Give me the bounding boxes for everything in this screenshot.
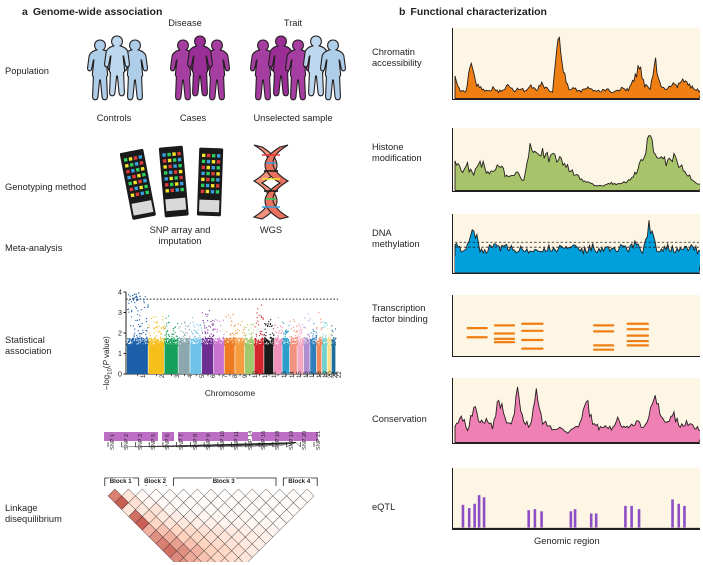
ld-block-label: Block 2	[143, 478, 168, 485]
track-transcription-factor-binding	[452, 295, 700, 357]
dna-helix-icon	[252, 144, 290, 220]
manhattan-chromosome-label: 3	[173, 374, 181, 378]
ld-diagram: SNP 1 SNP 2 SNP 3 SNP 5 SNP 6 SNP 7 SNP 8 SNP 9…	[96, 430, 326, 562]
track-histone-modification	[452, 128, 700, 192]
chromatin-accessibility-canvas	[454, 36, 700, 99]
manhattan-chromosome-label: 12	[271, 371, 279, 378]
svg-text:2: 2	[118, 329, 122, 338]
svg-text:3: 3	[118, 308, 122, 317]
panel-b-letter: b	[399, 6, 406, 18]
ld-canvas	[104, 432, 318, 562]
stage-label-linkage-disequilibrium: Linkage disequilibrium	[5, 503, 62, 525]
population-caption-controls: Controls	[96, 113, 132, 123]
population-figures	[87, 35, 346, 101]
ld-snp-label: SNP 9	[206, 433, 213, 450]
svg-text:1: 1	[118, 349, 122, 358]
manhattan-x-axis-label: Chromosome	[204, 388, 256, 398]
ld-snp-label: SNP 19	[288, 430, 295, 450]
genotyping-caption-wgs: WGS	[259, 225, 283, 235]
manhattan-chromosome-label: 2	[158, 374, 166, 378]
ld-snp-label: SNP 2	[123, 433, 130, 450]
ld-snp-label: SNP 7	[178, 433, 185, 450]
ld-block-label: Block 3	[211, 478, 236, 485]
panel-b-title: Functional characterization	[410, 6, 547, 18]
population-caption-cases: Cases	[179, 113, 207, 123]
dna-methylation-canvas	[454, 220, 700, 273]
histone-modification-canvas	[454, 135, 700, 191]
transcription-factor-binding-canvas	[466, 322, 649, 351]
population-group-unselected	[250, 35, 346, 101]
ld-snp-label: SNP 11	[233, 431, 240, 450]
manhattan-chromosome-label: 1	[140, 374, 148, 378]
track-chromatin-accessibility	[452, 28, 700, 100]
population-group-cases	[170, 35, 230, 101]
svg-text:0: 0	[118, 370, 122, 379]
population-group-controls	[87, 35, 148, 101]
ld-snp-label: SNP 20	[302, 430, 309, 450]
population-title-disease: Disease	[168, 18, 202, 28]
ld-block-label: Block 4	[287, 478, 312, 485]
ld-snp-label: SNP 18	[275, 430, 281, 450]
manhattan-chromosome-label: 13	[280, 371, 288, 378]
eqtl-canvas	[453, 495, 700, 529]
panel-a-header: a Genome-wide association	[22, 6, 162, 18]
ld-snp-label: SNP 10	[220, 430, 227, 450]
manhattan-chromosome-label: 14	[288, 371, 296, 378]
panel-a-letter: a	[22, 6, 28, 18]
manhattan-chromosome-label: 4	[186, 374, 194, 378]
ld-snp-label: SNP 16	[261, 430, 268, 450]
manhattan-chromosome-label: 11	[261, 371, 269, 378]
stage-label-genotyping: Genotyping method	[5, 182, 87, 192]
panel-a-title: Genome-wide association	[32, 6, 163, 18]
manhattan-chromosome-label: 8	[232, 374, 240, 378]
snp-array-icon	[120, 145, 224, 220]
track-eqtl	[452, 468, 700, 530]
panel-b-header: b Functional characterization	[399, 6, 547, 18]
conservation-canvas	[454, 386, 700, 443]
population-caption-unselected: Unselected sample	[253, 113, 333, 123]
manhattan-chromosome-label: 22	[336, 371, 344, 378]
svg-text:4: 4	[118, 288, 122, 297]
ld-snp-label: SNP 5	[151, 433, 158, 450]
track-label-transcription-factor-binding: Transcription factor binding	[372, 303, 428, 325]
ld-snp-label: SNP 6	[165, 433, 172, 450]
stage-label-population: Population	[5, 66, 49, 76]
track-dna-methylation	[452, 214, 700, 274]
stage-label-meta-analysis: Meta-analysis	[5, 243, 63, 253]
manhattan-chromosome-label: 6	[210, 374, 218, 378]
genomic-region-axis-label: Genomic region	[534, 536, 600, 546]
manhattan-chromosome-label: 5	[198, 374, 206, 378]
track-label-dna-methylation: DNA methylation	[372, 228, 420, 250]
ld-snp-label: SNP 14	[247, 430, 254, 450]
ld-snp-label: SNP 3	[137, 433, 144, 450]
track-label-conservation: Conservation	[372, 414, 427, 424]
track-label-histone-modification: Histone modification	[372, 142, 422, 164]
track-label-chromatin-accessibility: Chromatin accessibility	[372, 47, 422, 69]
manhattan-chromosome-label: 7	[221, 374, 229, 378]
ld-block-label: Block 1	[108, 478, 133, 485]
manhattan-chromosome-label: 9	[242, 374, 250, 378]
track-conservation	[452, 378, 700, 444]
ld-snp-label: SNP 1	[110, 433, 117, 450]
stage-label-statistical-association: Statistical association	[5, 335, 52, 357]
track-label-eqtl: eQTL	[372, 502, 396, 512]
population-title-trait: Trait	[283, 18, 303, 28]
manhattan-chromosome-label: 10	[252, 371, 260, 378]
ld-snp-label: SNP 21	[316, 430, 323, 450]
genotyping-caption-snp-array: SNP array and imputation	[149, 225, 211, 246]
manhattan-chromosome-label: 15	[296, 371, 304, 378]
ld-snp-label: SNP 8	[192, 433, 199, 450]
